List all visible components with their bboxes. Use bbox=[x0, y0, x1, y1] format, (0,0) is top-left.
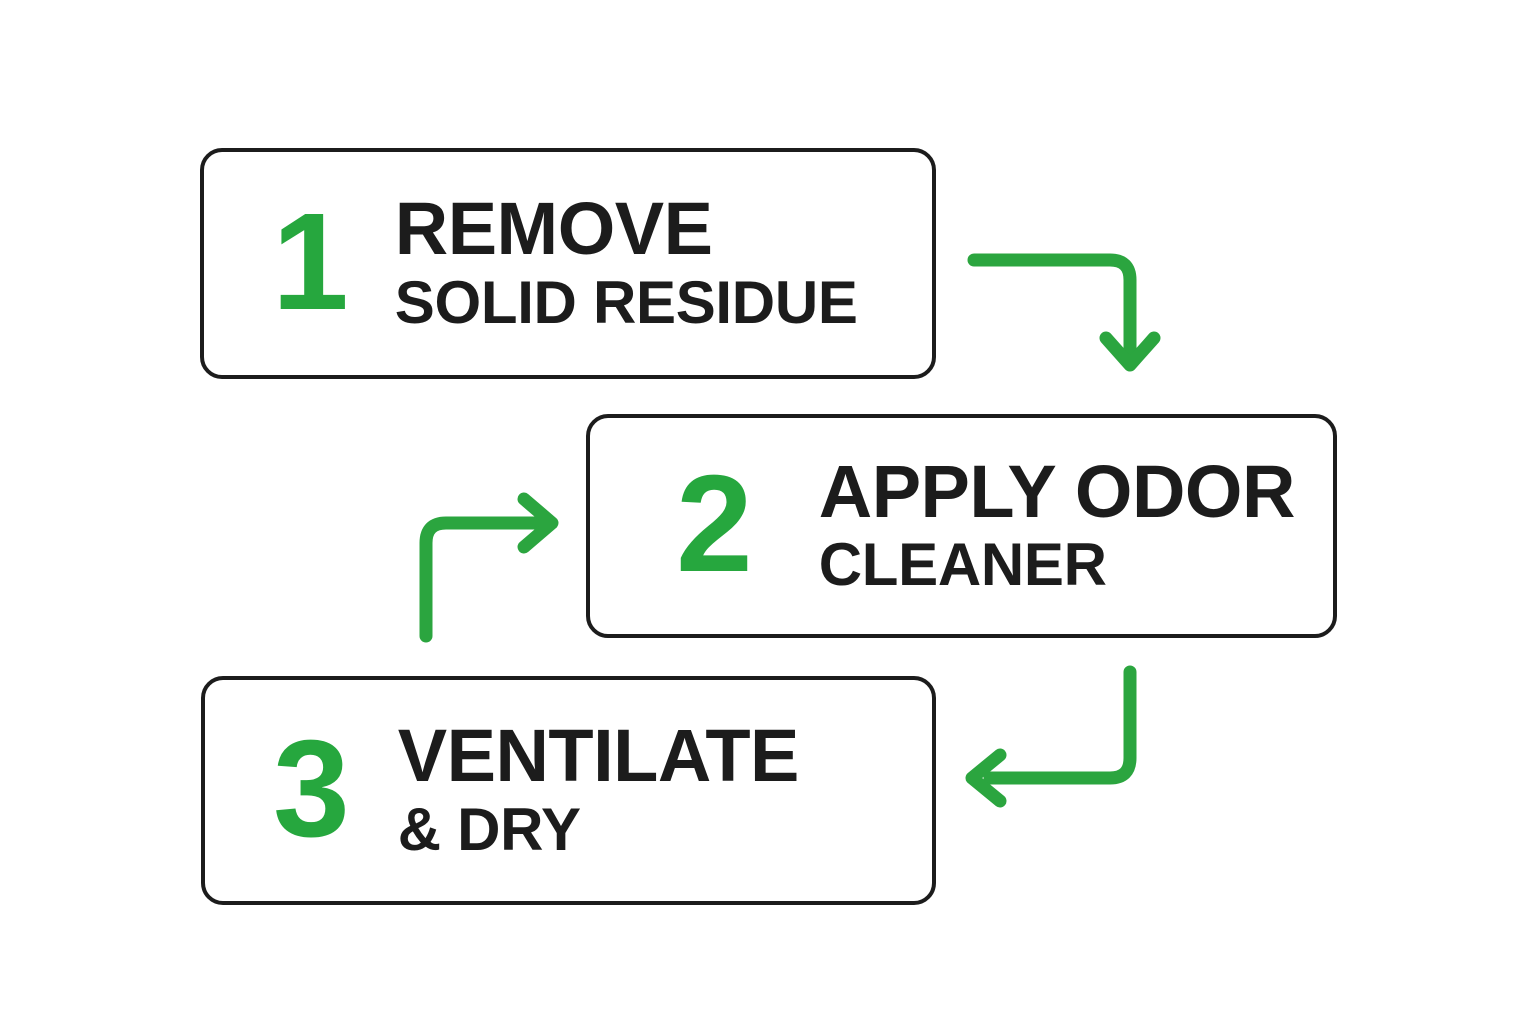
step-text-1: REMOVE SOLID RESIDUE bbox=[394, 187, 858, 336]
step-title-3: VENTILATE bbox=[397, 714, 800, 798]
arrow-step2-to-step3 bbox=[965, 665, 1137, 808]
step-title-1: REMOVE bbox=[394, 187, 713, 271]
step-card-3[interactable]: 3 VENTILATE & DRY bbox=[201, 676, 936, 905]
step-title-2: APPLY ODOR bbox=[818, 449, 1296, 533]
step-subtitle-1: SOLID RESIDUE bbox=[394, 268, 858, 336]
step-card-1[interactable]: 1 REMOVE SOLID RESIDUE bbox=[200, 148, 936, 379]
step-card-2[interactable]: 2 APPLY ODOR CLEANER bbox=[586, 414, 1337, 638]
step-text-3: VENTILATE & DRY bbox=[397, 714, 800, 863]
step-text-2: APPLY ODOR CLEANER bbox=[818, 449, 1296, 599]
step-subtitle-3: & DRY bbox=[397, 795, 581, 863]
step-number-1: 1 bbox=[272, 184, 349, 339]
step-number-2: 2 bbox=[676, 447, 753, 601]
step-subtitle-2: CLEANER bbox=[818, 531, 1107, 599]
step-number-3: 3 bbox=[273, 711, 350, 866]
arrow-step2-inflow bbox=[419, 492, 559, 643]
arrow-step1-to-step2 bbox=[967, 253, 1161, 372]
